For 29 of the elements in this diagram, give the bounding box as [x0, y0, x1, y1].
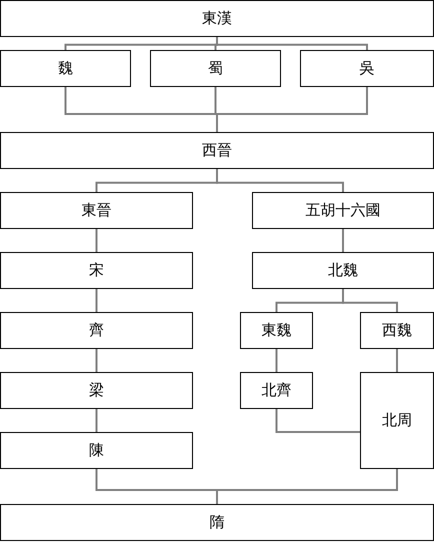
connector-line — [96, 349, 98, 372]
connector-line — [342, 229, 344, 252]
dynasty-box: 宋 — [0, 252, 193, 289]
connector-line — [396, 349, 398, 372]
connector-line — [96, 229, 98, 252]
dynasty-box: 蜀 — [150, 50, 281, 87]
connector-line — [96, 409, 98, 432]
connector-line — [216, 469, 398, 504]
connector-line — [216, 37, 368, 50]
connector-line — [276, 349, 278, 372]
dynasty-box: 陳 — [0, 432, 193, 469]
dynasty-box: 五胡十六國 — [252, 192, 434, 229]
dynasty-box: 西晉 — [0, 132, 434, 169]
dynasty-box: 齊 — [0, 312, 193, 349]
dynasty-box: 西魏 — [360, 312, 434, 349]
connector-line — [96, 289, 98, 312]
dynasty-box: 隋 — [0, 504, 434, 541]
dynasty-box: 東魏 — [240, 312, 313, 349]
connector-line — [342, 289, 398, 312]
dynasty-box: 魏 — [0, 50, 131, 87]
connector-line — [276, 409, 360, 433]
dynasty-box: 北周 — [360, 372, 434, 469]
dynasty-box: 梁 — [0, 372, 193, 409]
connector-line — [216, 87, 368, 132]
dynasty-box: 東漢 — [0, 0, 434, 37]
dynasty-box: 北齊 — [240, 372, 313, 409]
dynasty-box: 北魏 — [252, 252, 434, 289]
dynasty-box: 東晉 — [0, 192, 193, 229]
dynasty-box: 吳 — [300, 50, 434, 87]
